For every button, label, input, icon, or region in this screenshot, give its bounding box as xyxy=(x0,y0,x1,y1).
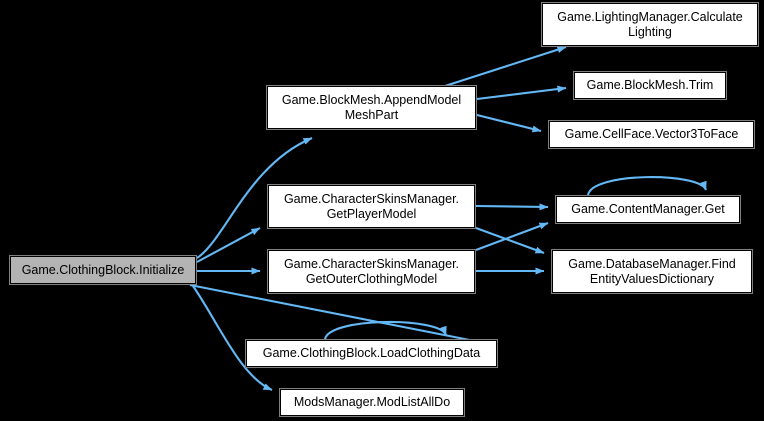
node-label: Game.CharacterSkinsManager. GetOuterClot… xyxy=(283,256,460,286)
edge-load-clothing-data-self-loop xyxy=(323,320,447,340)
edge-get-outer-clothing-model-to-content-manager-get xyxy=(475,222,549,251)
node-label: Game.BlockMesh.AppendModel MeshPart xyxy=(281,92,462,122)
node-game-contentmanager-get[interactable]: Game.ContentManager.Get xyxy=(555,195,741,224)
edge-initialize-to-append-model-mesh-part xyxy=(196,137,313,259)
node-modsmanager-modlistalldo[interactable]: ModsManager.ModListAllDo xyxy=(279,388,465,417)
node-game-blockmesh-appendmodelmeshpart[interactable]: Game.BlockMesh.AppendModel MeshPart xyxy=(266,85,477,130)
edge-get-player-model-to-content-manager-get xyxy=(475,203,549,211)
node-game-characterskinsmanager-getplayermodel[interactable]: Game.CharacterSkinsManager. GetPlayerMod… xyxy=(267,184,476,229)
edge-append-model-mesh-part-to-block-mesh-trim xyxy=(476,85,567,101)
node-game-clothingblock-initialize[interactable]: Game.ClothingBlock.Initialize xyxy=(9,255,197,285)
node-game-clothingblock-loadclothingdata[interactable]: Game.ClothingBlock.LoadClothingData xyxy=(245,339,498,368)
edge-get-player-model-to-find-entity-values-dictionary xyxy=(475,227,545,254)
edge-initialize-to-get-player-model xyxy=(196,227,261,263)
node-game-databasemanager-findentityvaluesdictionary[interactable]: Game.DatabaseManager.Find EntityValuesDi… xyxy=(551,249,753,294)
edge-append-model-mesh-part-to-vector3-to-face xyxy=(476,113,542,133)
node-label: Game.ContentManager.Get xyxy=(571,202,725,216)
node-label: Game.ClothingBlock.Initialize xyxy=(21,262,185,277)
edge-initialize-to-mod-list-all-do xyxy=(192,285,273,391)
node-label: Game.DatabaseManager.Find EntityValuesDi… xyxy=(568,256,736,286)
edge-append-model-mesh-part-to-calculate-lighting xyxy=(444,46,567,87)
node-game-blockmesh-trim[interactable]: Game.BlockMesh.Trim xyxy=(573,71,727,100)
node-game-lightingmanager-calculatelighting[interactable]: Game.LightingManager.Calculate Lighting xyxy=(541,2,759,47)
node-label: Game.CharacterSkinsManager. GetPlayerMod… xyxy=(283,191,460,221)
node-label: Game.CellFace.Vector3ToFace xyxy=(564,127,739,141)
node-game-characterskinsmanager-getouterclothingmodel[interactable]: Game.CharacterSkinsManager. GetOuterClot… xyxy=(267,249,476,294)
edge-content-manager-get-self-loop xyxy=(586,176,707,196)
node-game-cellface-vector3toface[interactable]: Game.CellFace.Vector3ToFace xyxy=(548,120,755,149)
node-label: Game.LightingManager.Calculate Lighting xyxy=(557,9,743,39)
node-label: Game.BlockMesh.Trim xyxy=(586,78,714,92)
node-label: Game.ClothingBlock.LoadClothingData xyxy=(262,346,481,360)
node-label: ModsManager.ModListAllDo xyxy=(293,395,451,409)
